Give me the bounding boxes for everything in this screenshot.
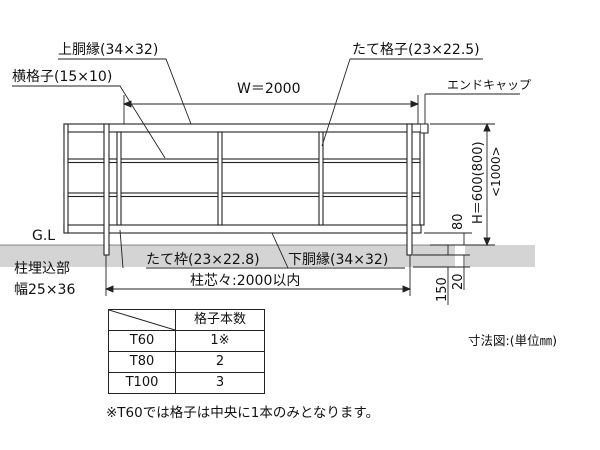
dim-80-label: 80 [451, 213, 466, 230]
table-row: T60 1※ [108, 330, 265, 352]
vertical-frame-right [419, 131, 425, 226]
table-type-cell: T100 [108, 372, 176, 394]
table-corner-cell [108, 309, 176, 331]
post-depth-label: 柱埋込部 [14, 261, 70, 277]
table-row: T80 2 [108, 351, 265, 373]
height-alt-label: <1000> [489, 146, 503, 197]
post-left [103, 123, 110, 256]
upper-rail [63, 123, 422, 133]
vertical-frame-label: たて枠(23×22.8) [146, 252, 260, 268]
height-dimension [424, 122, 495, 247]
table-count-cell: 1※ [175, 330, 265, 352]
vertical-bar-label: たて格子(23×22.5) [352, 42, 480, 58]
depth-dimension [413, 245, 470, 305]
end-cap-label: エンドキャップ [447, 78, 531, 92]
table-type-cell: T60 [108, 330, 176, 352]
post-width-label: 幅25×36 [14, 282, 75, 298]
end-cap [421, 123, 429, 134]
vertical-frame-left [116, 131, 122, 226]
table-type-cell: T80 [108, 351, 176, 373]
post-pitch-label: 柱芯々:2000以内 [190, 273, 300, 289]
dim-150-label: 150 [435, 277, 450, 302]
end-frame-left [63, 123, 69, 234]
post-right [406, 123, 413, 256]
vertical-bar [217, 131, 223, 226]
vertical-bars [217, 131, 324, 226]
leaders [12, 58, 520, 269]
grid-count-table: 格子本数 T60 1※ T80 2 T100 3 [108, 309, 265, 394]
dim-20-label: 20 [451, 273, 466, 290]
ground-label: G.L [32, 228, 55, 244]
unit-note: 寸法図:(単位㎜) [468, 333, 557, 348]
table-count-cell: 2 [175, 351, 265, 373]
table-row: T100 3 [108, 372, 265, 394]
table-header-cell: 格子本数 [175, 309, 265, 331]
width-label: W＝2000 [237, 81, 300, 97]
upper-rail-label: 上胴縁(34×32) [58, 42, 158, 58]
ground-band-side [465, 245, 535, 267]
vertical-bar [318, 131, 324, 226]
post-pitch-dimension [104, 255, 412, 296]
table-header-row: 格子本数 [108, 309, 265, 331]
lower-rail [63, 224, 422, 234]
fence-body [63, 123, 429, 256]
horizontal-bar-label: 横格子(15×10) [12, 69, 112, 85]
ground-band [0, 245, 455, 267]
table-count-cell: 3 [175, 372, 265, 394]
height-main-label: H＝600(800) [471, 141, 486, 224]
lower-rail-label: 下胴縁(34×32) [288, 252, 388, 268]
width-dimension [122, 95, 420, 124]
footnote: ※T60では格子は中央に1本のみとなります。 [106, 405, 380, 421]
